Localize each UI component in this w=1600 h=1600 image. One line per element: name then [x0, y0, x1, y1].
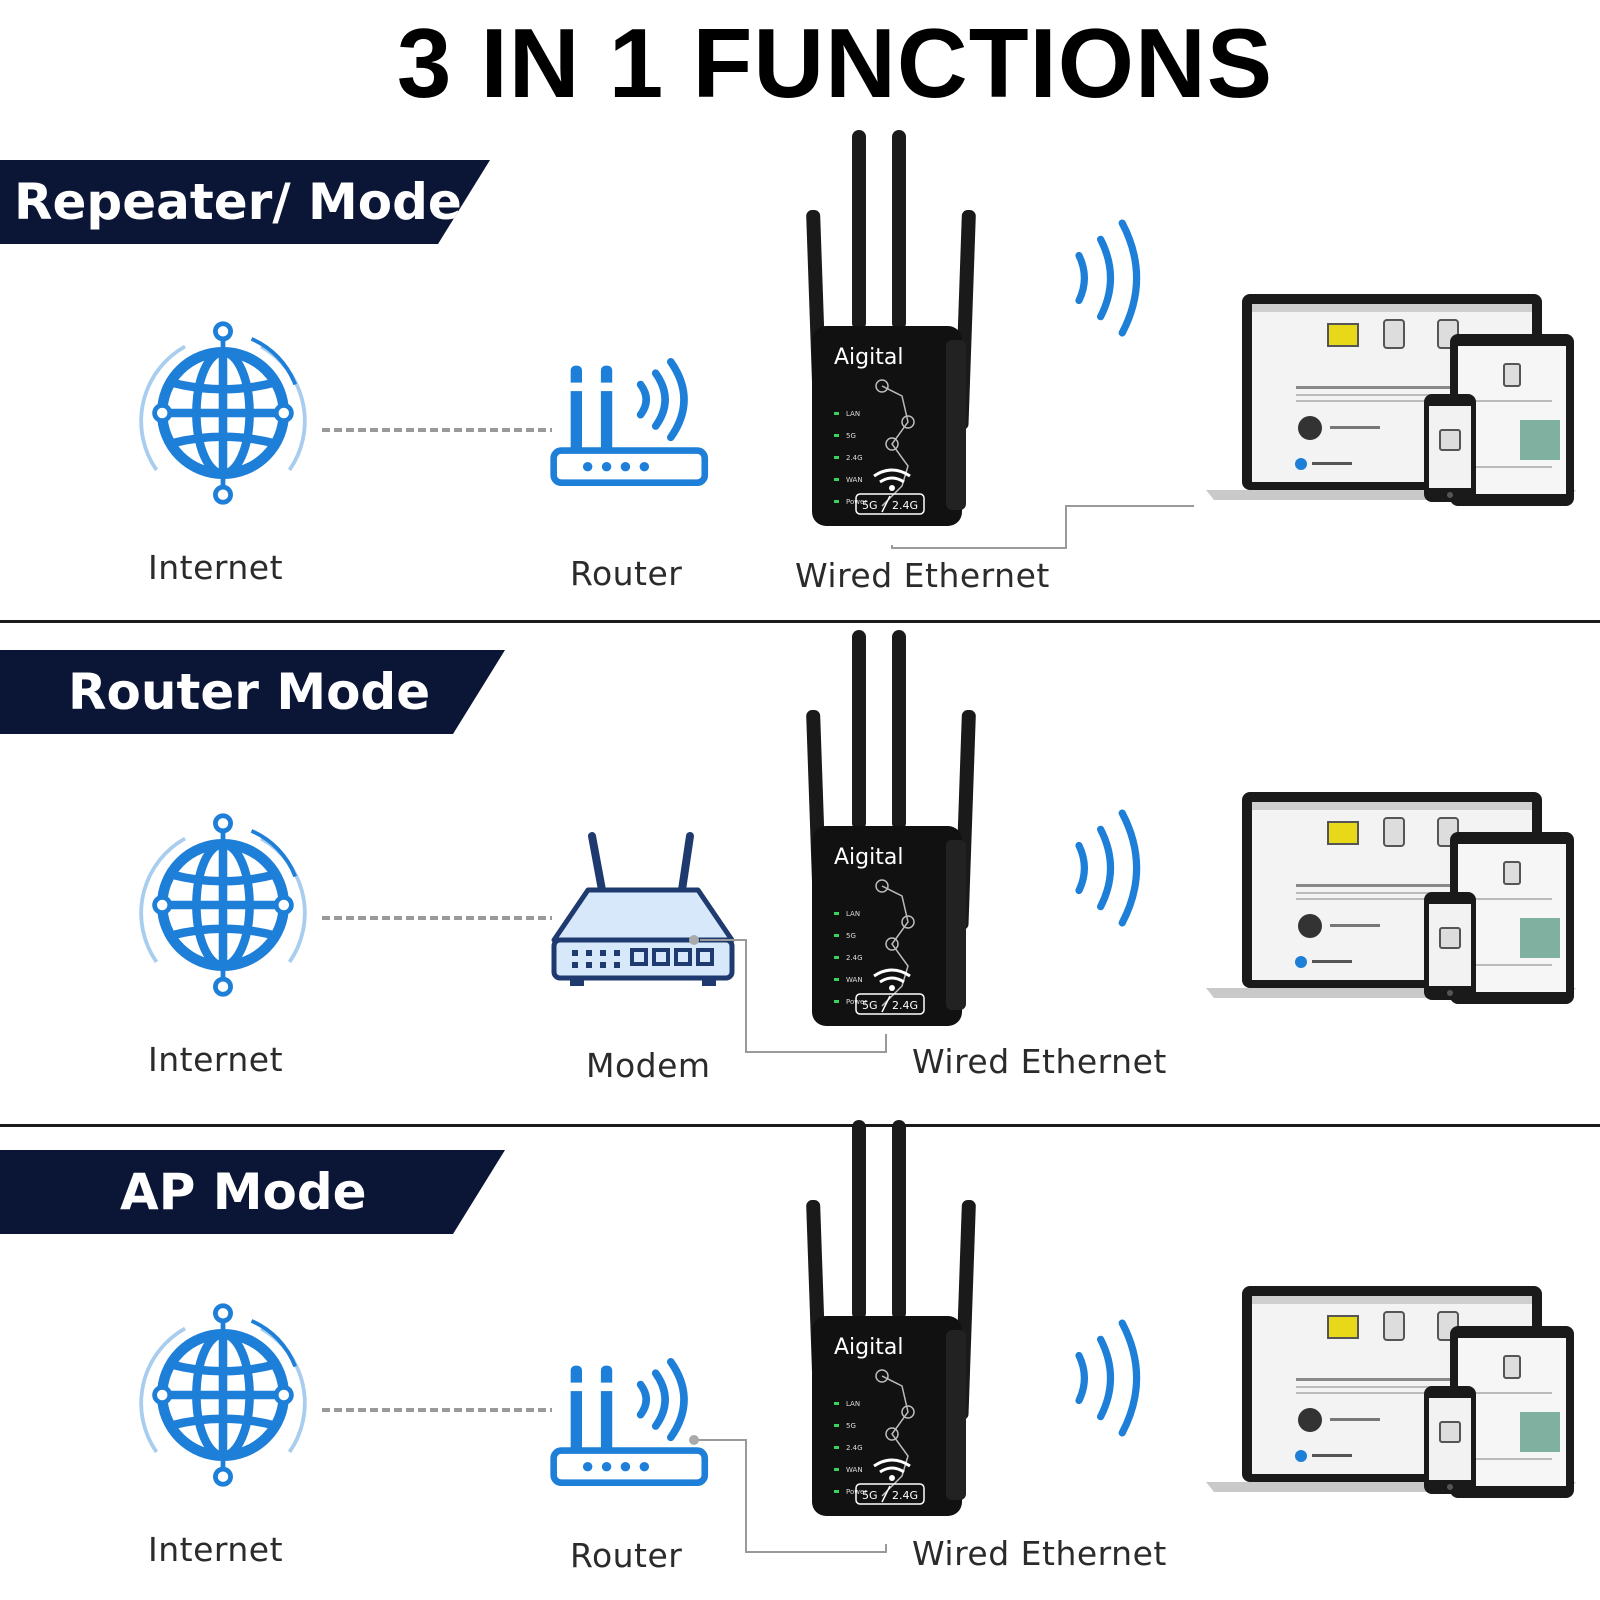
source-label: Router	[570, 1536, 683, 1575]
led-24g: 2.4G	[834, 1444, 863, 1452]
svg-text:5G: 5G	[846, 932, 856, 940]
device-brand: Aigital	[834, 845, 903, 870]
svg-text:LAN: LAN	[846, 1400, 860, 1408]
mode-title: Repeater/ Mode	[14, 173, 462, 231]
wired-ethernet-label: Wired Ethernet	[912, 1042, 1167, 1081]
mode-title: AP Mode	[120, 1163, 367, 1221]
led-lan: LAN	[834, 410, 860, 418]
svg-text:WAN: WAN	[846, 1466, 863, 1474]
band-5g-label: 5G	[862, 1489, 878, 1502]
mode-title: Router Mode	[68, 663, 431, 721]
led-24g: 2.4G	[834, 954, 863, 962]
wifi-extender-device: Aigital LAN 5G 2.4G WAN Power 5G	[806, 630, 976, 1026]
router-icon	[554, 1362, 705, 1483]
led-5g: 5G	[834, 1422, 856, 1430]
svg-text:2.4G: 2.4G	[846, 454, 863, 462]
svg-text:2.4G: 2.4G	[846, 954, 863, 962]
mode-banner: Repeater/ Mode	[0, 160, 490, 244]
led-5g: 5G	[834, 432, 856, 440]
mode-banner: AP Mode	[0, 1150, 505, 1234]
internet-label: Internet	[148, 1530, 284, 1569]
internet-label: Internet	[148, 548, 284, 587]
client-devices-icon	[1206, 1285, 1577, 1499]
section-divider	[0, 620, 1600, 623]
device-brand: Aigital	[834, 345, 903, 370]
band-24g-label: 2.4G	[892, 499, 918, 512]
source-label: Router	[570, 554, 683, 593]
led-5g: 5G	[834, 932, 856, 940]
svg-text:2.4G: 2.4G	[846, 1444, 863, 1452]
led-wan: WAN	[834, 1466, 863, 1474]
svg-text:WAN: WAN	[846, 476, 863, 484]
wired-ethernet-label: Wired Ethernet	[795, 556, 1050, 595]
ethernet-cable-line	[891, 505, 1194, 549]
led-lan: LAN	[834, 910, 860, 918]
band-5g-label: 5G	[862, 999, 878, 1012]
ethernet-cable-line	[694, 1439, 887, 1553]
led-lan: LAN	[834, 1400, 860, 1408]
globe-icon	[141, 1306, 305, 1485]
svg-text:LAN: LAN	[846, 910, 860, 918]
led-wan: WAN	[834, 976, 863, 984]
led-wan: WAN	[834, 476, 863, 484]
extender-wrapper: Aigital LAN 5G 2.4G WAN Power 5G	[806, 130, 976, 550]
led-24g: 2.4G	[834, 454, 863, 462]
band-24g-label: 2.4G	[892, 999, 918, 1012]
band-5g-label: 5G	[862, 499, 878, 512]
band-24g-label: 2.4G	[892, 1489, 918, 1502]
section-divider	[0, 1124, 1600, 1127]
wifi-extender-device: Aigital LAN 5G 2.4G WAN Power 5G	[806, 1120, 976, 1516]
wired-ethernet-label: Wired Ethernet	[912, 1534, 1167, 1573]
wifi-waves-icon	[1079, 1323, 1137, 1433]
mode-banner: Router Mode	[0, 650, 505, 734]
svg-text:5G: 5G	[846, 432, 856, 440]
device-brand: Aigital	[834, 1335, 903, 1360]
svg-text:LAN: LAN	[846, 410, 860, 418]
source-label: Modem	[586, 1046, 711, 1085]
svg-text:5G: 5G	[846, 1422, 856, 1430]
wifi-extender-device: Aigital LAN 5G 2.4G WAN Power 5G	[806, 130, 976, 526]
svg-text:WAN: WAN	[846, 976, 863, 984]
extender-wrapper: Aigital LAN 5G 2.4G WAN Power 5G	[806, 630, 976, 1050]
ethernet-cable-line	[700, 939, 887, 1053]
extender-wrapper: Aigital LAN 5G 2.4G WAN Power 5G	[806, 1120, 976, 1540]
page-title: 3 IN 1 FUNCTIONS	[396, 8, 1274, 118]
internet-label: Internet	[148, 1040, 284, 1079]
